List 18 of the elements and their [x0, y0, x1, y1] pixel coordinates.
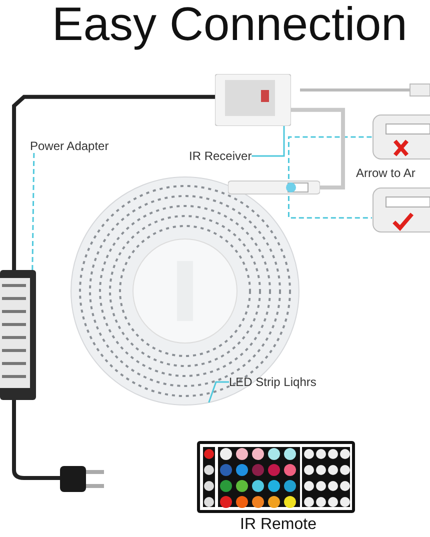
wrong-connection-panel — [372, 114, 430, 160]
leader-line — [32, 152, 35, 270]
strip-connector-drawing — [228, 179, 320, 196]
part-label: LED Strip Liqhrs — [229, 375, 316, 389]
correct-connection-panel — [372, 187, 430, 233]
cable — [12, 94, 215, 270]
part-label: IR Remote — [240, 516, 316, 534]
caption-text: Arrow to Ar — [356, 166, 416, 180]
title: Easy Connection — [52, 0, 408, 51]
part-label: IR Receiver — [189, 149, 252, 163]
power-adapter-drawing — [0, 270, 36, 400]
cable — [291, 108, 345, 190]
leader-line — [288, 136, 372, 179]
leader-line — [252, 126, 285, 157]
leader-line — [208, 381, 229, 403]
controller-drawing — [215, 74, 291, 126]
part-label: Power Adapter — [30, 139, 109, 153]
leader-line — [288, 196, 372, 219]
